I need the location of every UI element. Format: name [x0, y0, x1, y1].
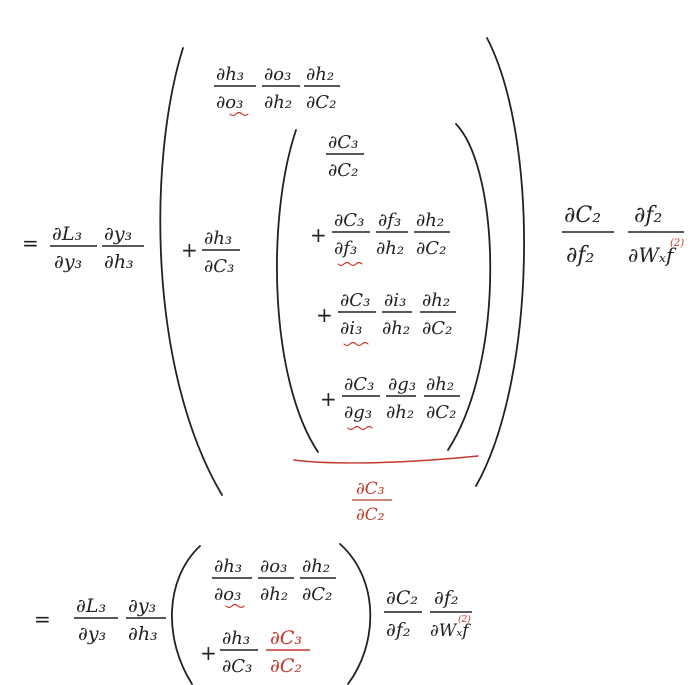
red-denominator: ∂C₂: [270, 655, 302, 677]
left-parenthesis: [171, 545, 201, 685]
numerator: ∂L₃: [76, 595, 106, 617]
numerator: ∂h₂: [426, 374, 454, 395]
denominator: ∂h₂: [382, 318, 410, 339]
plus-sign: +: [181, 238, 198, 262]
top-expression: = ∂L₃ ∂y₃ ∂y₃ ∂h₃ ∂h₃ ∂o₃ ∂o₃ ∂h₂ ∂h₂ ∂C…: [22, 37, 684, 525]
red-underline-squiggle: [225, 603, 245, 609]
numerator: ∂h₂: [306, 64, 334, 85]
denominator: ∂C₂: [426, 402, 456, 423]
fraction-dh3-dC3: ∂h₃ ∂C₃: [202, 228, 240, 277]
fraction-dL3-dy3: ∂L₃ ∂y₃: [50, 223, 97, 273]
right-parenthesis: [475, 37, 525, 487]
inner-term-g3: + ∂C₃ ∂g₃ ∂g₃ ∂h₂ ∂h₂ ∂C₂: [320, 374, 460, 431]
fraction-dC2-df2: ∂C₂ ∂f₂: [562, 203, 614, 268]
numerator: ∂y₃: [104, 223, 132, 245]
denominator: ∂f₂: [566, 243, 594, 268]
denominator: ∂C₂: [328, 160, 358, 181]
denominator: ∂i₃: [340, 318, 362, 339]
denominator: ∂f₂: [386, 619, 410, 641]
plus-sign: +: [200, 641, 217, 665]
denominator: ∂C₃: [204, 256, 234, 277]
plus-sign: +: [320, 387, 337, 411]
denominator: ∂o₃: [216, 92, 243, 113]
denominator: ∂y₃: [78, 623, 106, 645]
denominator: ∂C₂: [422, 318, 452, 339]
numerator: ∂h₂: [302, 556, 330, 577]
numerator: ∂h₃: [214, 556, 242, 577]
red-annotation: ∂C₃ ∂C₂: [293, 455, 479, 525]
bottom-expression: = ∂L₃ ∂y₃ ∂y₃ ∂h₃ ∂h₃ ∂o₃ ∂o₃ ∂h₂ ∂h₂ ∂C…: [34, 543, 472, 685]
numerator: ∂o₃: [264, 64, 291, 85]
superscript-layer: (2): [670, 238, 684, 249]
red-numerator: ∂C₃: [270, 627, 302, 649]
numerator: ∂h₂: [422, 290, 450, 311]
numerator: ∂C₃: [334, 210, 364, 231]
red-underline-squiggle: [337, 261, 363, 267]
fraction-df2-dWxf: ∂f₂ ∂Wₓf (2): [628, 203, 684, 267]
denominator: ∂Wₓf: [430, 621, 471, 641]
inner-left-parenthesis: [276, 129, 319, 453]
plus-sign: +: [310, 223, 327, 247]
denominator: ∂C₃: [222, 656, 252, 677]
equals-sign: =: [34, 607, 51, 631]
denominator: ∂h₃: [104, 251, 134, 273]
denominator: ∂h₂: [260, 584, 288, 605]
numerator: ∂h₂: [416, 210, 444, 231]
numerator: ∂o₃: [260, 556, 287, 577]
fraction-dy3-dh3: ∂y₃ ∂h₃: [126, 595, 166, 645]
fraction-dh3-dC3: ∂h₃ ∂C₃: [220, 628, 258, 677]
denominator: ∂Wₓf: [628, 243, 677, 267]
numerator: ∂y₃: [128, 595, 156, 617]
numerator: ∂C₃: [328, 132, 358, 153]
denominator: ∂o₃: [214, 584, 241, 605]
denominator: ∂C₂: [416, 238, 446, 259]
inner-right-parenthesis: [447, 123, 492, 451]
numerator: ∂L₃: [52, 223, 82, 245]
denominator: ∂f₃: [334, 238, 357, 259]
red-fraction-dC3-dC2: ∂C₃ ∂C₂: [266, 627, 310, 677]
numerator: ∂f₃: [378, 210, 401, 231]
numerator: ∂C₃: [344, 374, 374, 395]
inner-term-dC3-dC2: ∂C₃ ∂C₂: [326, 132, 364, 181]
left-parenthesis: [159, 47, 223, 496]
denominator: ∂h₃: [128, 623, 158, 645]
numerator: ∂f₂: [634, 203, 662, 228]
plus-sign: +: [316, 303, 333, 327]
denominator: ∂C₂: [306, 92, 336, 113]
denominator: ∂g₃: [344, 402, 372, 423]
term-dh3-do3-do3-dh2-dh2-dC2: ∂h₃ ∂o₃ ∂o₃ ∂h₂ ∂h₂ ∂C₂: [212, 556, 336, 609]
denominator: ∂h₂: [376, 238, 404, 259]
red-underline-squiggle: [347, 425, 373, 431]
red-underline-squiggle: [343, 341, 369, 347]
numerator: ∂C₂: [564, 203, 601, 228]
numerator: ∂g₃: [388, 374, 416, 395]
numerator: ∂h₃: [216, 64, 244, 85]
right-parenthesis: [339, 543, 372, 685]
denominator: ∂h₂: [264, 92, 292, 113]
inner-term-i3: + ∂C₃ ∂i₃ ∂i₃ ∂h₂ ∂h₂ ∂C₂: [316, 290, 456, 347]
numerator: ∂f₂: [434, 587, 458, 609]
equals-sign: =: [22, 231, 39, 255]
fraction-dL3-dy3: ∂L₃ ∂y₃: [74, 595, 118, 645]
red-denominator: ∂C₂: [356, 505, 385, 525]
term-dh3-do3-do3-dh2-dh2-dC2: ∂h₃ ∂o₃ ∂o₃ ∂h₂ ∂h₂ ∂C₂: [214, 64, 340, 117]
fraction-dC2-df2: ∂C₂ ∂f₂: [384, 587, 422, 641]
fraction-df2-dWxf: ∂f₂ ∂Wₓf (2): [430, 587, 472, 641]
red-underline: [293, 455, 479, 464]
denominator: ∂h₂: [386, 402, 414, 423]
inner-term-f3: + ∂C₃ ∂f₃ ∂f₃ ∂h₂ ∂h₂ ∂C₂: [310, 210, 450, 267]
numerator: ∂C₃: [340, 290, 370, 311]
denominator: ∂C₂: [302, 584, 332, 605]
numerator: ∂h₃: [204, 228, 232, 249]
fraction-dy3-dh3: ∂y₃ ∂h₃: [102, 223, 144, 273]
numerator: ∂i₃: [384, 290, 406, 311]
red-underline-squiggle: [229, 111, 249, 117]
numerator: ∂h₃: [222, 628, 250, 649]
denominator: ∂y₃: [54, 251, 82, 273]
superscript-layer: (2): [458, 614, 471, 625]
numerator: ∂C₂: [386, 587, 418, 609]
red-numerator: ∂C₃: [356, 479, 385, 499]
